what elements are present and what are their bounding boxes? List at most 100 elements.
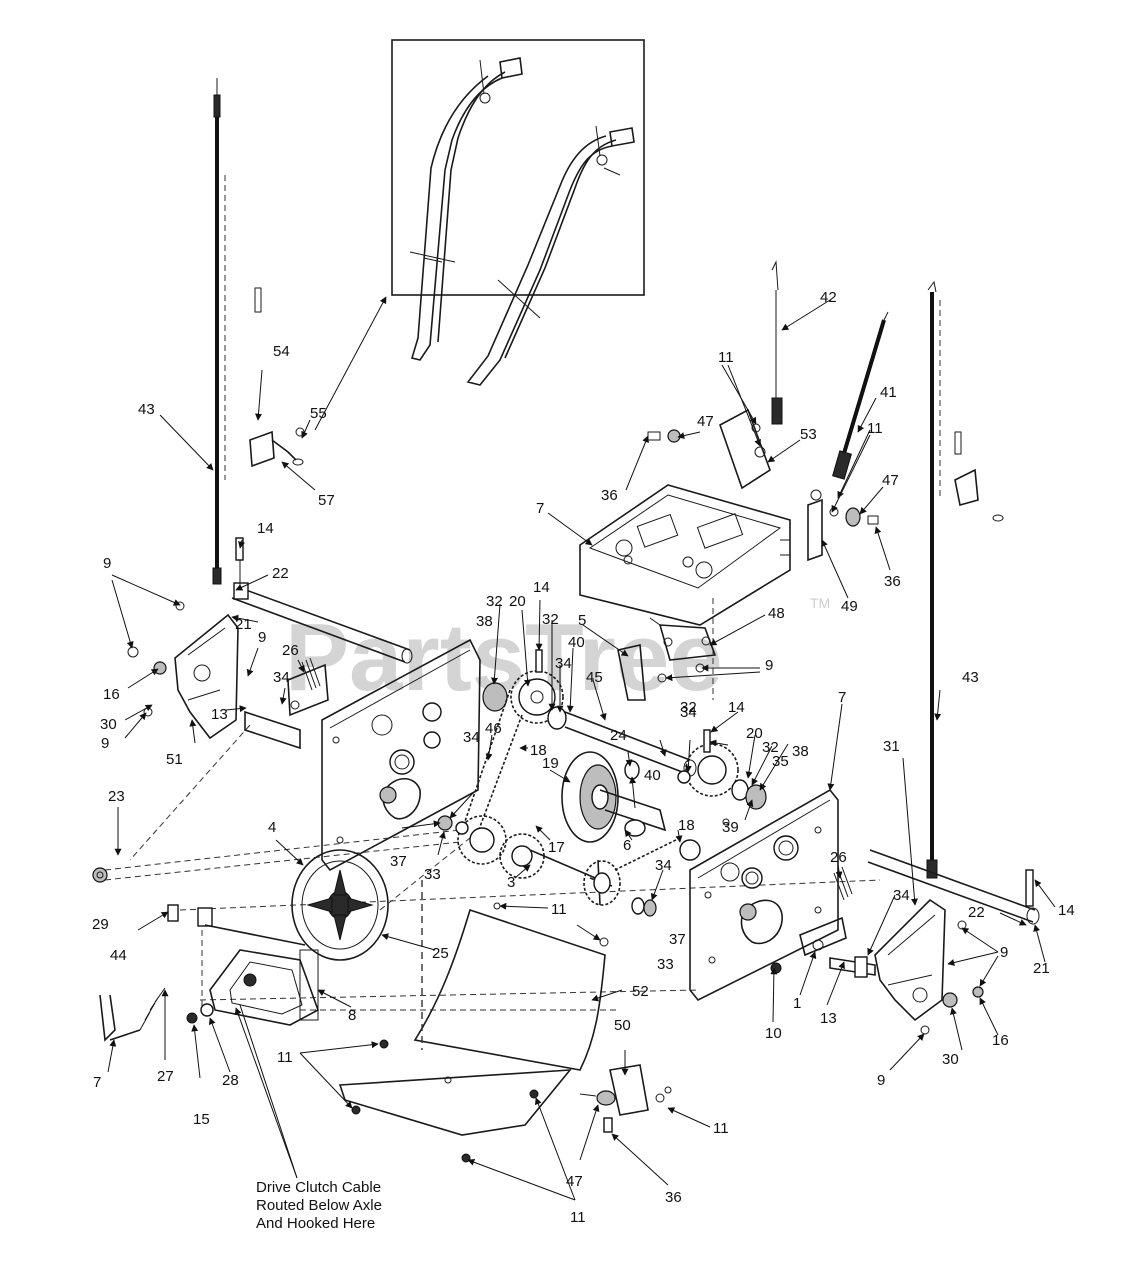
callout-label: 18 bbox=[530, 742, 547, 759]
callout-label: 26 bbox=[830, 849, 847, 866]
bracket-50 bbox=[579, 1064, 672, 1133]
axle-bushings bbox=[92, 867, 306, 946]
callout-label: 55 bbox=[310, 405, 327, 422]
callout-label: 54 bbox=[273, 343, 290, 360]
wheel bbox=[291, 829, 481, 961]
callout-label: 20 bbox=[509, 593, 526, 610]
left-coupler bbox=[129, 657, 329, 861]
callout-label: 47 bbox=[697, 413, 714, 430]
callout-label: 28 bbox=[222, 1072, 239, 1089]
callout-label: 33 bbox=[657, 956, 674, 973]
callout-label: 32 bbox=[486, 593, 503, 610]
callout-label: 7 bbox=[536, 500, 544, 517]
callout-label: 47 bbox=[882, 472, 899, 489]
callout-label: 46 bbox=[485, 720, 502, 737]
callout-label: 10 bbox=[765, 1025, 782, 1042]
callout-label: 9 bbox=[258, 629, 266, 646]
callout-label: 15 bbox=[193, 1111, 210, 1128]
callout-label: 9 bbox=[103, 555, 111, 572]
callout-label: 11 bbox=[867, 420, 883, 437]
callout-label: 3 bbox=[507, 874, 515, 891]
callout-label: 52 bbox=[632, 983, 649, 1000]
callout-label: 11 bbox=[551, 901, 567, 918]
leader-lines bbox=[107, 296, 1056, 1201]
note-line-1: Drive Clutch Cable bbox=[256, 1179, 381, 1196]
callout-label: 43 bbox=[138, 401, 155, 418]
callout-label: 48 bbox=[768, 605, 785, 622]
callout-label: 57 bbox=[318, 492, 335, 509]
callout-label: 34 bbox=[463, 729, 480, 746]
callout-label: 34 bbox=[680, 704, 697, 721]
callout-label: 34 bbox=[273, 669, 290, 686]
right-side-plate bbox=[874, 898, 984, 1035]
callout-label: 36 bbox=[884, 573, 901, 590]
callout-label: 14 bbox=[257, 520, 274, 537]
hub-assembly bbox=[561, 751, 701, 917]
right-gear-plate bbox=[689, 788, 839, 1002]
callout-label: 37 bbox=[669, 931, 686, 948]
callout-label: 22 bbox=[272, 565, 289, 582]
callout-label: 44 bbox=[110, 947, 127, 964]
callout-label: 11 bbox=[718, 349, 734, 366]
lower-axle-lines bbox=[104, 829, 881, 1011]
callout-label: 16 bbox=[992, 1032, 1009, 1049]
callout-label: 14 bbox=[533, 579, 550, 596]
callout-label: 34 bbox=[555, 655, 572, 672]
top-frame bbox=[579, 484, 791, 700]
callout-label: 11 bbox=[277, 1049, 293, 1066]
upper-axle bbox=[231, 537, 413, 664]
callout-label: 7 bbox=[838, 689, 846, 706]
watermark-trademark: TM bbox=[810, 595, 830, 611]
callout-label: 25 bbox=[432, 945, 449, 962]
callout-label: 51 bbox=[166, 751, 183, 768]
callout-label: 6 bbox=[623, 837, 631, 854]
callout-label: 18 bbox=[678, 817, 695, 834]
upper-cable-42 bbox=[719, 260, 783, 490]
right-axle bbox=[867, 849, 1040, 925]
callout-label: 40 bbox=[644, 767, 661, 784]
callout-label: 30 bbox=[100, 716, 117, 733]
callout-label: 16 bbox=[103, 686, 120, 703]
callout-label: 42 bbox=[820, 289, 837, 306]
callout-label: 36 bbox=[665, 1189, 682, 1206]
callout-label: 38 bbox=[792, 743, 809, 760]
callout-label: 5 bbox=[578, 612, 586, 629]
callout-label: 8 bbox=[348, 1007, 356, 1024]
callout-label: 11 bbox=[570, 1209, 586, 1226]
note-line-3: And Hooked Here bbox=[256, 1215, 375, 1232]
callout-label: 1 bbox=[793, 995, 801, 1012]
callout-label: 36 bbox=[601, 487, 618, 504]
callout-label: 21 bbox=[235, 616, 252, 633]
callout-label: 14 bbox=[1058, 902, 1075, 919]
note-line-2: Routed Below Axle bbox=[256, 1197, 382, 1214]
callout-label: 7 bbox=[93, 1074, 101, 1091]
callout-label: 41 bbox=[880, 384, 897, 401]
callout-label: 53 bbox=[800, 426, 817, 443]
callout-label: 17 bbox=[548, 839, 565, 856]
callout-label: 40 bbox=[568, 634, 585, 651]
callout-label: 32 bbox=[762, 739, 779, 756]
left-cable-assembly bbox=[212, 78, 226, 585]
callout-label: 9 bbox=[1000, 944, 1008, 961]
callout-label: 9 bbox=[765, 657, 773, 674]
handle-inset bbox=[391, 39, 645, 386]
callout-label: 21 bbox=[1033, 960, 1050, 977]
bracket-54 bbox=[249, 287, 305, 468]
callout-label: 11 bbox=[713, 1120, 729, 1137]
callout-label: 32 bbox=[680, 699, 697, 716]
callout-labels: 1 3 4 5 6 7 7 7 7 8 9 9 9 9 9 9 9 9 10 1… bbox=[92, 289, 1075, 1226]
callout-label: 14 bbox=[728, 699, 745, 716]
callout-label: 49 bbox=[841, 598, 858, 615]
callout-label: 29 bbox=[92, 916, 109, 933]
callout-label: 13 bbox=[211, 706, 228, 723]
callout-label: 34 bbox=[893, 887, 910, 904]
callout-label: 22 bbox=[968, 904, 985, 921]
callout-label: 9 bbox=[101, 735, 109, 752]
right-coupler bbox=[799, 866, 876, 978]
cable-routing-note: Drive Clutch Cable Routed Below Axle And… bbox=[256, 1179, 382, 1232]
callout-label: 19 bbox=[542, 755, 559, 772]
callout-label: 27 bbox=[157, 1068, 174, 1085]
clutch-spring bbox=[99, 987, 214, 1042]
callout-label: 33 bbox=[424, 866, 441, 883]
